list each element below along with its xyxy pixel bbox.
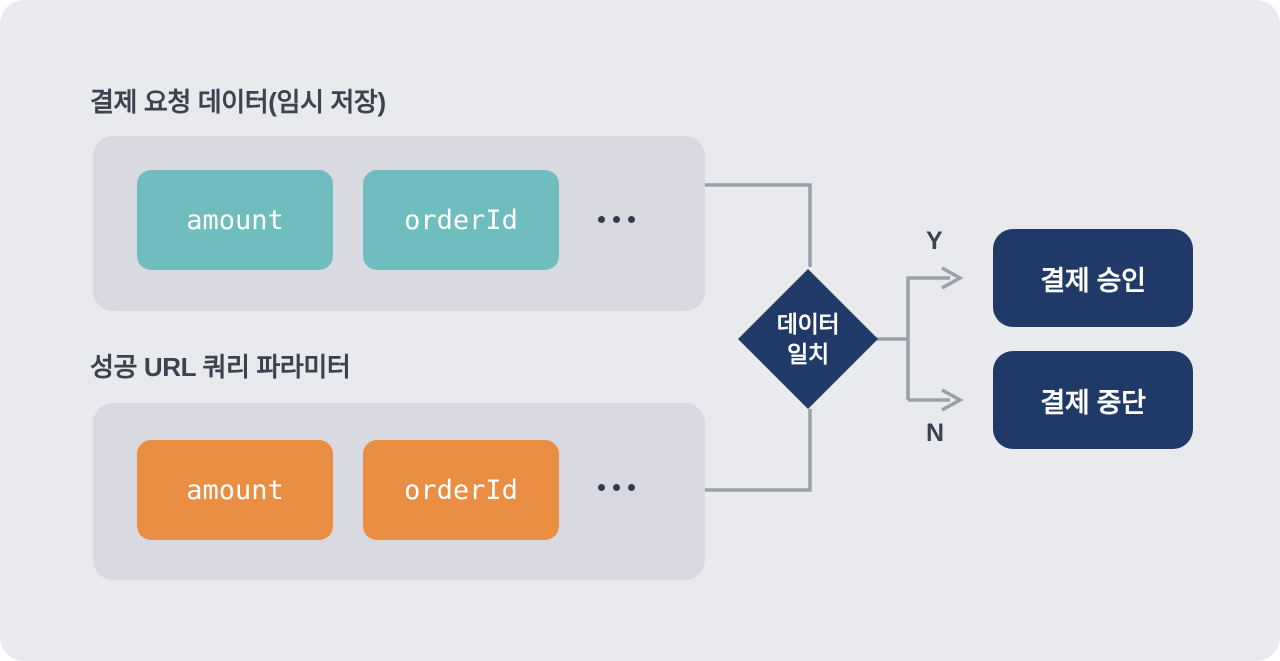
branch-label-no: N <box>926 419 945 447</box>
outcome-abort-box: 결제 중단 <box>993 351 1193 449</box>
bottom-group-title: 성공 URL 쿼리 파라미터 <box>90 352 351 382</box>
field-orderid-query: orderId <box>363 440 559 540</box>
field-orderid-stored: orderId <box>363 170 559 270</box>
arrowhead-yes-icon <box>941 266 964 290</box>
decision-label: 데이터 일치 <box>776 310 840 367</box>
top-group-title: 결제 요청 데이터(임시 저장) <box>90 87 386 117</box>
top-group-container: amount orderId <box>93 136 705 311</box>
field-amount-query: amount <box>137 440 333 540</box>
ellipsis-icon <box>598 484 635 491</box>
connector-branch-yes <box>906 276 950 400</box>
field-amount-stored: amount <box>137 170 333 270</box>
connector-top-to-diamond <box>705 183 812 267</box>
ellipsis-icon <box>598 216 635 223</box>
connector-bottom-to-diamond <box>705 409 812 492</box>
outcome-approve-box: 결제 승인 <box>993 229 1193 327</box>
bottom-group-container: amount orderId <box>93 403 705 580</box>
branch-label-yes: Y <box>926 227 943 255</box>
decision-diamond: 데이터 일치 <box>738 269 878 409</box>
arrowhead-no-icon <box>941 388 964 412</box>
